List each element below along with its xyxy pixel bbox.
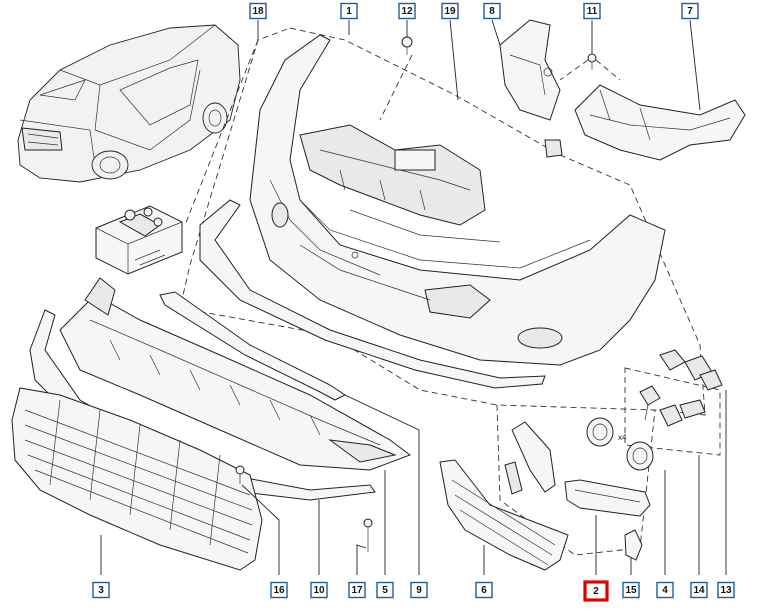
- callout-9: 9: [410, 581, 428, 599]
- callout-box: [340, 2, 358, 20]
- assembly-outline-lower: [496, 404, 656, 556]
- clip-set-14: [639, 385, 706, 427]
- callout-17: 17: [348, 581, 366, 599]
- callout-number: 18: [252, 6, 264, 17]
- callout-11: 11: [583, 2, 601, 20]
- lower-side-bracket-7: [574, 84, 746, 161]
- callout-number: 17: [351, 585, 363, 596]
- callout-16: 16: [270, 581, 288, 599]
- callout-4: 4: [656, 581, 674, 599]
- callout-7: 7: [681, 2, 699, 20]
- callout-box: [398, 2, 416, 20]
- callout-box: [92, 581, 110, 599]
- lower-deflector-5: [59, 277, 412, 471]
- callout-box: [622, 581, 640, 599]
- lower-grille-6: [439, 459, 569, 571]
- callout-number: 4: [662, 585, 668, 596]
- callout-number: 7: [687, 6, 693, 17]
- callout-19: 19: [441, 2, 459, 20]
- callout-number: 19: [444, 6, 456, 17]
- callout-box: [475, 581, 493, 599]
- screw-16: [235, 465, 245, 484]
- callout-number: 10: [313, 585, 325, 596]
- callout-12: 12: [398, 2, 416, 20]
- callout-5: 5: [376, 581, 394, 599]
- fog-lamp-bezel-left: [504, 421, 556, 495]
- front-bumper-cover: [249, 34, 666, 366]
- vehicle-thumbnail: [17, 24, 241, 183]
- callout-number: 3: [98, 585, 104, 596]
- callout-number: 1: [346, 6, 352, 17]
- callout-13: 13: [717, 581, 735, 599]
- clip-11: [544, 53, 597, 158]
- clip-set-13: [659, 349, 723, 391]
- callout-number: 6: [481, 585, 487, 596]
- callout-box: [583, 580, 609, 602]
- callout-number: 9: [416, 585, 422, 596]
- callout-2: 2: [583, 580, 609, 602]
- callout-box: [376, 581, 394, 599]
- callout-box: [583, 2, 601, 20]
- callout-number: 13: [720, 585, 732, 596]
- callout-number: 16: [273, 585, 285, 596]
- callout-15: 15: [622, 581, 640, 599]
- trim-strip-18: [159, 291, 346, 401]
- screw-12: [401, 36, 413, 55]
- callout-box: [690, 581, 708, 599]
- callout-number: 2: [593, 586, 599, 597]
- callout-box: [310, 581, 328, 599]
- upper-support-bracket: [299, 124, 486, 226]
- screw-17: [363, 518, 373, 552]
- callout-box: [717, 581, 735, 599]
- callout-10: 10: [310, 581, 328, 599]
- trim-strip-9: [199, 199, 546, 389]
- callout-number: 12: [401, 6, 413, 17]
- callout-box: [270, 581, 288, 599]
- leader-lines: [100, 19, 727, 575]
- callout-box: [681, 2, 699, 20]
- callout-box: [483, 2, 501, 20]
- callout-box: [410, 581, 428, 599]
- fog-lamp-cover-2: [564, 479, 651, 517]
- front-grille-3: [11, 387, 263, 571]
- callout-1: 1: [340, 2, 358, 20]
- callout-box: [249, 2, 267, 20]
- cap-15: [624, 529, 643, 561]
- callout-number: 11: [587, 6, 598, 17]
- callout-14: 14: [690, 581, 708, 599]
- assembly-outline-brackets: [624, 367, 721, 456]
- callout-number: 5: [382, 585, 388, 596]
- callout-number: 14: [693, 585, 705, 596]
- fastener-kit-box: [95, 205, 183, 275]
- callout-box: [656, 581, 674, 599]
- callout-box: [348, 581, 366, 599]
- callout-18: 18: [249, 2, 267, 20]
- callout-box: [441, 2, 459, 20]
- side-bracket-8: [499, 19, 561, 121]
- callout-number: 15: [625, 585, 637, 596]
- callout-number: 8: [489, 6, 495, 17]
- callout-labels: 1 12 19 8 11 7 18 3 16 10 17 5 9 6 2 15 4 14 13: [92, 2, 735, 602]
- callout-3: 3: [92, 581, 110, 599]
- callout-6: 6: [475, 581, 493, 599]
- callout-8: 8: [483, 2, 501, 20]
- quantity-note: x4: [618, 433, 627, 442]
- fog-lamp-4: [586, 417, 654, 471]
